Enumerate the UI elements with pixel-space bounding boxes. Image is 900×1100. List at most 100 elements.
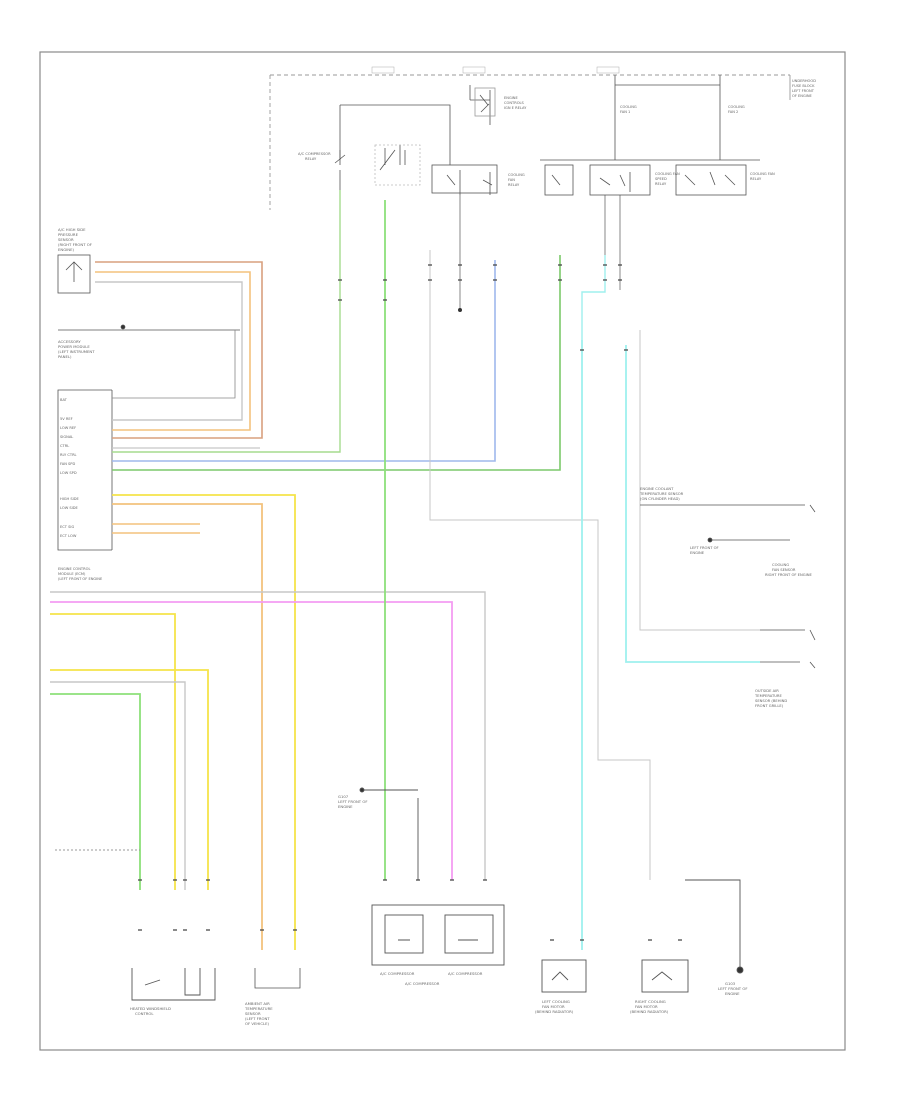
svg-text:POWER MODULE: POWER MODULE — [58, 344, 90, 349]
svg-text:TEMPERATURE SENSOR: TEMPERATURE SENSOR — [639, 492, 684, 496]
wire-gray-3 — [50, 681, 186, 890]
svg-text:COOLING: COOLING — [508, 173, 525, 177]
svg-text:SIGNAL: SIGNAL — [60, 435, 73, 439]
svg-text:FAN: FAN — [508, 178, 515, 182]
svg-text:RELAY: RELAY — [750, 177, 762, 181]
svg-text:SPEED: SPEED — [655, 177, 667, 181]
svg-text:(LEFT INSTRUMENT: (LEFT INSTRUMENT — [58, 349, 95, 354]
svg-text:RIGHT COOLING: RIGHT COOLING — [635, 999, 666, 1004]
svg-text:RELAY: RELAY — [305, 157, 317, 161]
svg-text:(BEHIND RADIATOR): (BEHIND RADIATOR) — [535, 1009, 574, 1014]
svg-text:UNDERHOOD: UNDERHOOD — [792, 79, 816, 83]
svg-text:COOLING: COOLING — [728, 105, 745, 109]
svg-text:LEFT COOLING: LEFT COOLING — [542, 999, 570, 1004]
compressor-text: A/C COMPRESSOR A/C COMPRESSOR A/C COMPRE… — [338, 794, 483, 986]
coolant-sensor — [640, 504, 816, 669]
svg-text:HIGH SIDE: HIGH SIDE — [60, 497, 80, 501]
svg-text:TEMPERATURE: TEMPERATURE — [754, 694, 782, 698]
apm-box — [58, 324, 240, 331]
svg-text:FAN 1: FAN 1 — [620, 110, 630, 114]
svg-text:OF ENGINE: OF ENGINE — [792, 94, 813, 98]
svg-text:LEFT FRONT OF: LEFT FRONT OF — [718, 986, 748, 991]
svg-text:COOLING: COOLING — [772, 563, 789, 567]
power-bus-top — [269, 74, 791, 210]
svg-text:CTRL: CTRL — [60, 444, 69, 448]
svg-text:FAN MOTOR: FAN MOTOR — [635, 1004, 658, 1009]
switch-text: HEATED WINDSHIELD CONTROL — [130, 1006, 171, 1016]
svg-text:ENGINE: ENGINE — [725, 991, 740, 996]
fan-text: LEFT COOLING FAN MOTOR (BEHIND RADIATOR)… — [535, 981, 748, 1014]
pressure-sensor — [57, 254, 91, 294]
wire-cyan-2 — [625, 345, 760, 663]
wire-gray-4 — [639, 330, 760, 631]
wire-blue — [112, 260, 496, 462]
svg-text:(RIGHT FRONT OF: (RIGHT FRONT OF — [58, 242, 92, 247]
svg-text:FRONT GRILLE): FRONT GRILLE) — [755, 704, 784, 708]
svg-text:OF VEHICLE): OF VEHICLE) — [245, 1021, 270, 1026]
wire-gray-vertical — [429, 250, 651, 880]
svg-text:RELAY: RELAY — [508, 183, 520, 187]
svg-text:ENGINE: ENGINE — [338, 804, 353, 809]
svg-text:FAN MOTOR: FAN MOTOR — [542, 1004, 565, 1009]
svg-text:LEFT FRONT: LEFT FRONT — [792, 89, 815, 93]
svg-text:5V REF: 5V REF — [60, 417, 73, 421]
wire-tan-sensor — [95, 271, 251, 431]
svg-text:IGN E RELAY: IGN E RELAY — [504, 106, 527, 110]
svg-text:MODULE (ECM): MODULE (ECM) — [58, 572, 86, 576]
svg-text:LOW SPD: LOW SPD — [60, 471, 77, 475]
svg-text:(LEFT FRONT: (LEFT FRONT — [245, 1016, 270, 1021]
svg-text:LOW REF: LOW REF — [60, 426, 76, 430]
svg-text:G103: G103 — [725, 981, 736, 986]
wire-tan-1 — [112, 503, 263, 950]
svg-text:TEMPERATURE: TEMPERATURE — [244, 1006, 273, 1011]
svg-text:A/C COMPRESSOR: A/C COMPRESSOR — [448, 971, 483, 976]
svg-text:ECT SIG: ECT SIG — [60, 525, 74, 529]
wire-yellow-3 — [50, 669, 209, 890]
svg-text:SENSOR (BEHIND: SENSOR (BEHIND — [755, 699, 787, 703]
svg-text:PRESSURE: PRESSURE — [58, 232, 79, 237]
svg-text:LEFT FRONT OF: LEFT FRONT OF — [690, 546, 719, 550]
svg-text:FAN SENSOR: FAN SENSOR — [772, 568, 796, 572]
pressure-sensor-text: A/C HIGH SIDE PRESSURE SENSOR (RIGHT FRO… — [58, 227, 92, 252]
relay-labels: A/C COMPRESSOR RELAY ENGINE CONTROLS IGN… — [298, 79, 816, 187]
svg-text:FUSE BLOCK: FUSE BLOCK — [792, 84, 815, 88]
diagram-frame — [39, 51, 846, 1051]
svg-text:LEFT FRONT OF: LEFT FRONT OF — [338, 799, 368, 804]
svg-text:ENGINE CONTROL: ENGINE CONTROL — [58, 567, 90, 571]
svg-text:ENGINE: ENGINE — [504, 96, 518, 100]
relay-block — [334, 75, 760, 196]
wire-green-2 — [50, 693, 141, 890]
wire-green-relay — [112, 190, 341, 453]
svg-text:CONTROL: CONTROL — [135, 1011, 154, 1016]
svg-text:ECT LOW: ECT LOW — [60, 534, 77, 538]
connector-marks — [138, 264, 682, 941]
svg-text:COOLING: COOLING — [620, 105, 637, 109]
wire-cyan-3 — [581, 255, 606, 340]
svg-text:ENGINE COOLANT: ENGINE COOLANT — [640, 487, 674, 491]
svg-text:FAN SPD: FAN SPD — [60, 462, 75, 466]
svg-text:SENSOR: SENSOR — [58, 237, 74, 242]
svg-text:COOLING FAN: COOLING FAN — [750, 172, 775, 176]
svg-text:(BEHIND RADIATOR): (BEHIND RADIATOR) — [630, 1009, 669, 1014]
fan-motor-right — [641, 879, 744, 993]
compressor — [359, 787, 505, 966]
wire-brown-sensor — [95, 261, 263, 439]
svg-text:CONTROLS: CONTROLS — [504, 101, 525, 105]
wire-apm — [112, 330, 236, 399]
svg-text:ENGINE: ENGINE — [690, 551, 705, 555]
svg-text:A/C COMPRESSOR: A/C COMPRESSOR — [405, 981, 440, 986]
svg-text:RIGHT FRONT OF ENGINE: RIGHT FRONT OF ENGINE — [765, 573, 812, 577]
thermistor-box — [254, 968, 301, 989]
svg-text:(LEFT FRONT OF ENGINE: (LEFT FRONT OF ENGINE — [58, 577, 103, 581]
svg-text:COOLING FAN: COOLING FAN — [655, 172, 680, 176]
right-labels: ENGINE COOLANT TEMPERATURE SENSOR (ON CY… — [639, 487, 812, 708]
svg-text:A/C COMPRESSOR: A/C COMPRESSOR — [298, 152, 331, 156]
thermistor-text: AMBIENT AIR TEMPERATURE SENSOR (LEFT FRO… — [244, 1001, 273, 1026]
svg-text:ENGINE): ENGINE) — [58, 247, 75, 252]
wire-pink — [50, 601, 453, 880]
apm-text: ACCESSORY POWER MODULE (LEFT INSTRUMENT … — [58, 339, 95, 359]
fan-motor-left — [541, 959, 587, 993]
switch-bottom-left — [55, 849, 216, 1001]
svg-text:HEATED WINDSHIELD: HEATED WINDSHIELD — [130, 1006, 171, 1011]
